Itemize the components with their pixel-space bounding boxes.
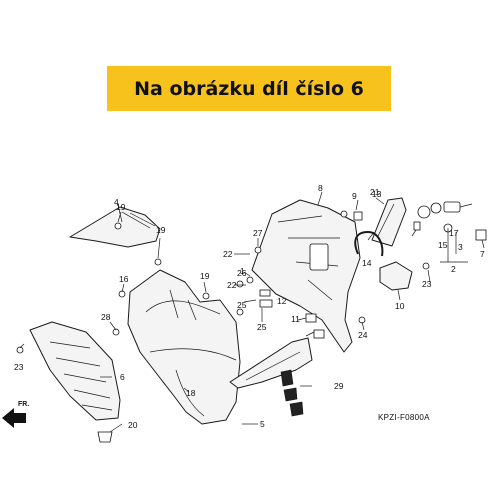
part-6-lower-inner-cover[interactable] [29, 321, 121, 421]
callout-10: 10 [395, 301, 405, 311]
callout-17: 17 [449, 228, 459, 238]
part-29-decal-panel[interactable] [229, 337, 313, 417]
part-5-front-shield[interactable] [127, 269, 241, 425]
callout-26: 26 [237, 268, 247, 278]
callout-8: 8 [318, 183, 323, 193]
part-8-inner-panel[interactable] [251, 199, 361, 353]
callout-7: 7 [480, 249, 485, 259]
callout-4: 4 [114, 197, 119, 207]
callout-5: 5 [260, 419, 265, 429]
diagram-code: KPZI-F0800A [378, 413, 430, 422]
callout-25a: 25 [237, 300, 247, 310]
callout-29: 29 [334, 381, 344, 391]
callout-2: 2 [451, 264, 456, 274]
front-label: FR. [18, 401, 29, 408]
part-10-small-cover[interactable] [379, 261, 413, 291]
callout-14: 14 [362, 258, 372, 268]
callout-28: 28 [101, 312, 111, 322]
callout-12: 12 [277, 296, 287, 306]
callout-25b: 25 [257, 322, 267, 332]
callout-9: 9 [352, 191, 357, 201]
callout-13: 13 [372, 189, 382, 199]
callout-1: 1 [240, 266, 245, 276]
callout-23a: 23 [14, 362, 24, 372]
callout-24: 24 [358, 330, 368, 340]
callout-labels: 1 2 3 4 5 6 7 8 9 10 11 12 13 14 15 16 1… [14, 183, 485, 430]
callout-11: 11 [291, 314, 300, 324]
leader-lines [19, 191, 485, 433]
front-direction-arrow: FR. [2, 401, 29, 428]
callout-19a: 19 [116, 202, 126, 212]
part-number-banner: Na obrázku díl číslo 6 [107, 66, 391, 111]
callout-22a: 22 [223, 249, 233, 259]
part-13-pocket-lid[interactable] [371, 197, 407, 247]
callout-19b: 19 [156, 225, 166, 235]
callout-16: 16 [119, 274, 129, 284]
callout-23b: 23 [422, 279, 432, 289]
callout-15: 15 [438, 240, 448, 250]
callout-6: 6 [120, 372, 125, 382]
part-14-hinge-tube[interactable] [354, 230, 384, 257]
callout-27: 27 [253, 228, 263, 238]
banner-text: Na obrázku díl číslo 6 [134, 77, 364, 100]
callout-18: 18 [186, 388, 196, 398]
callout-22b: 22 [227, 280, 237, 290]
callout-21: 21 [370, 187, 380, 197]
callout-19c: 19 [200, 271, 210, 281]
callout-3: 3 [458, 242, 463, 252]
callout-20: 20 [128, 420, 138, 430]
fasteners [16, 210, 430, 443]
